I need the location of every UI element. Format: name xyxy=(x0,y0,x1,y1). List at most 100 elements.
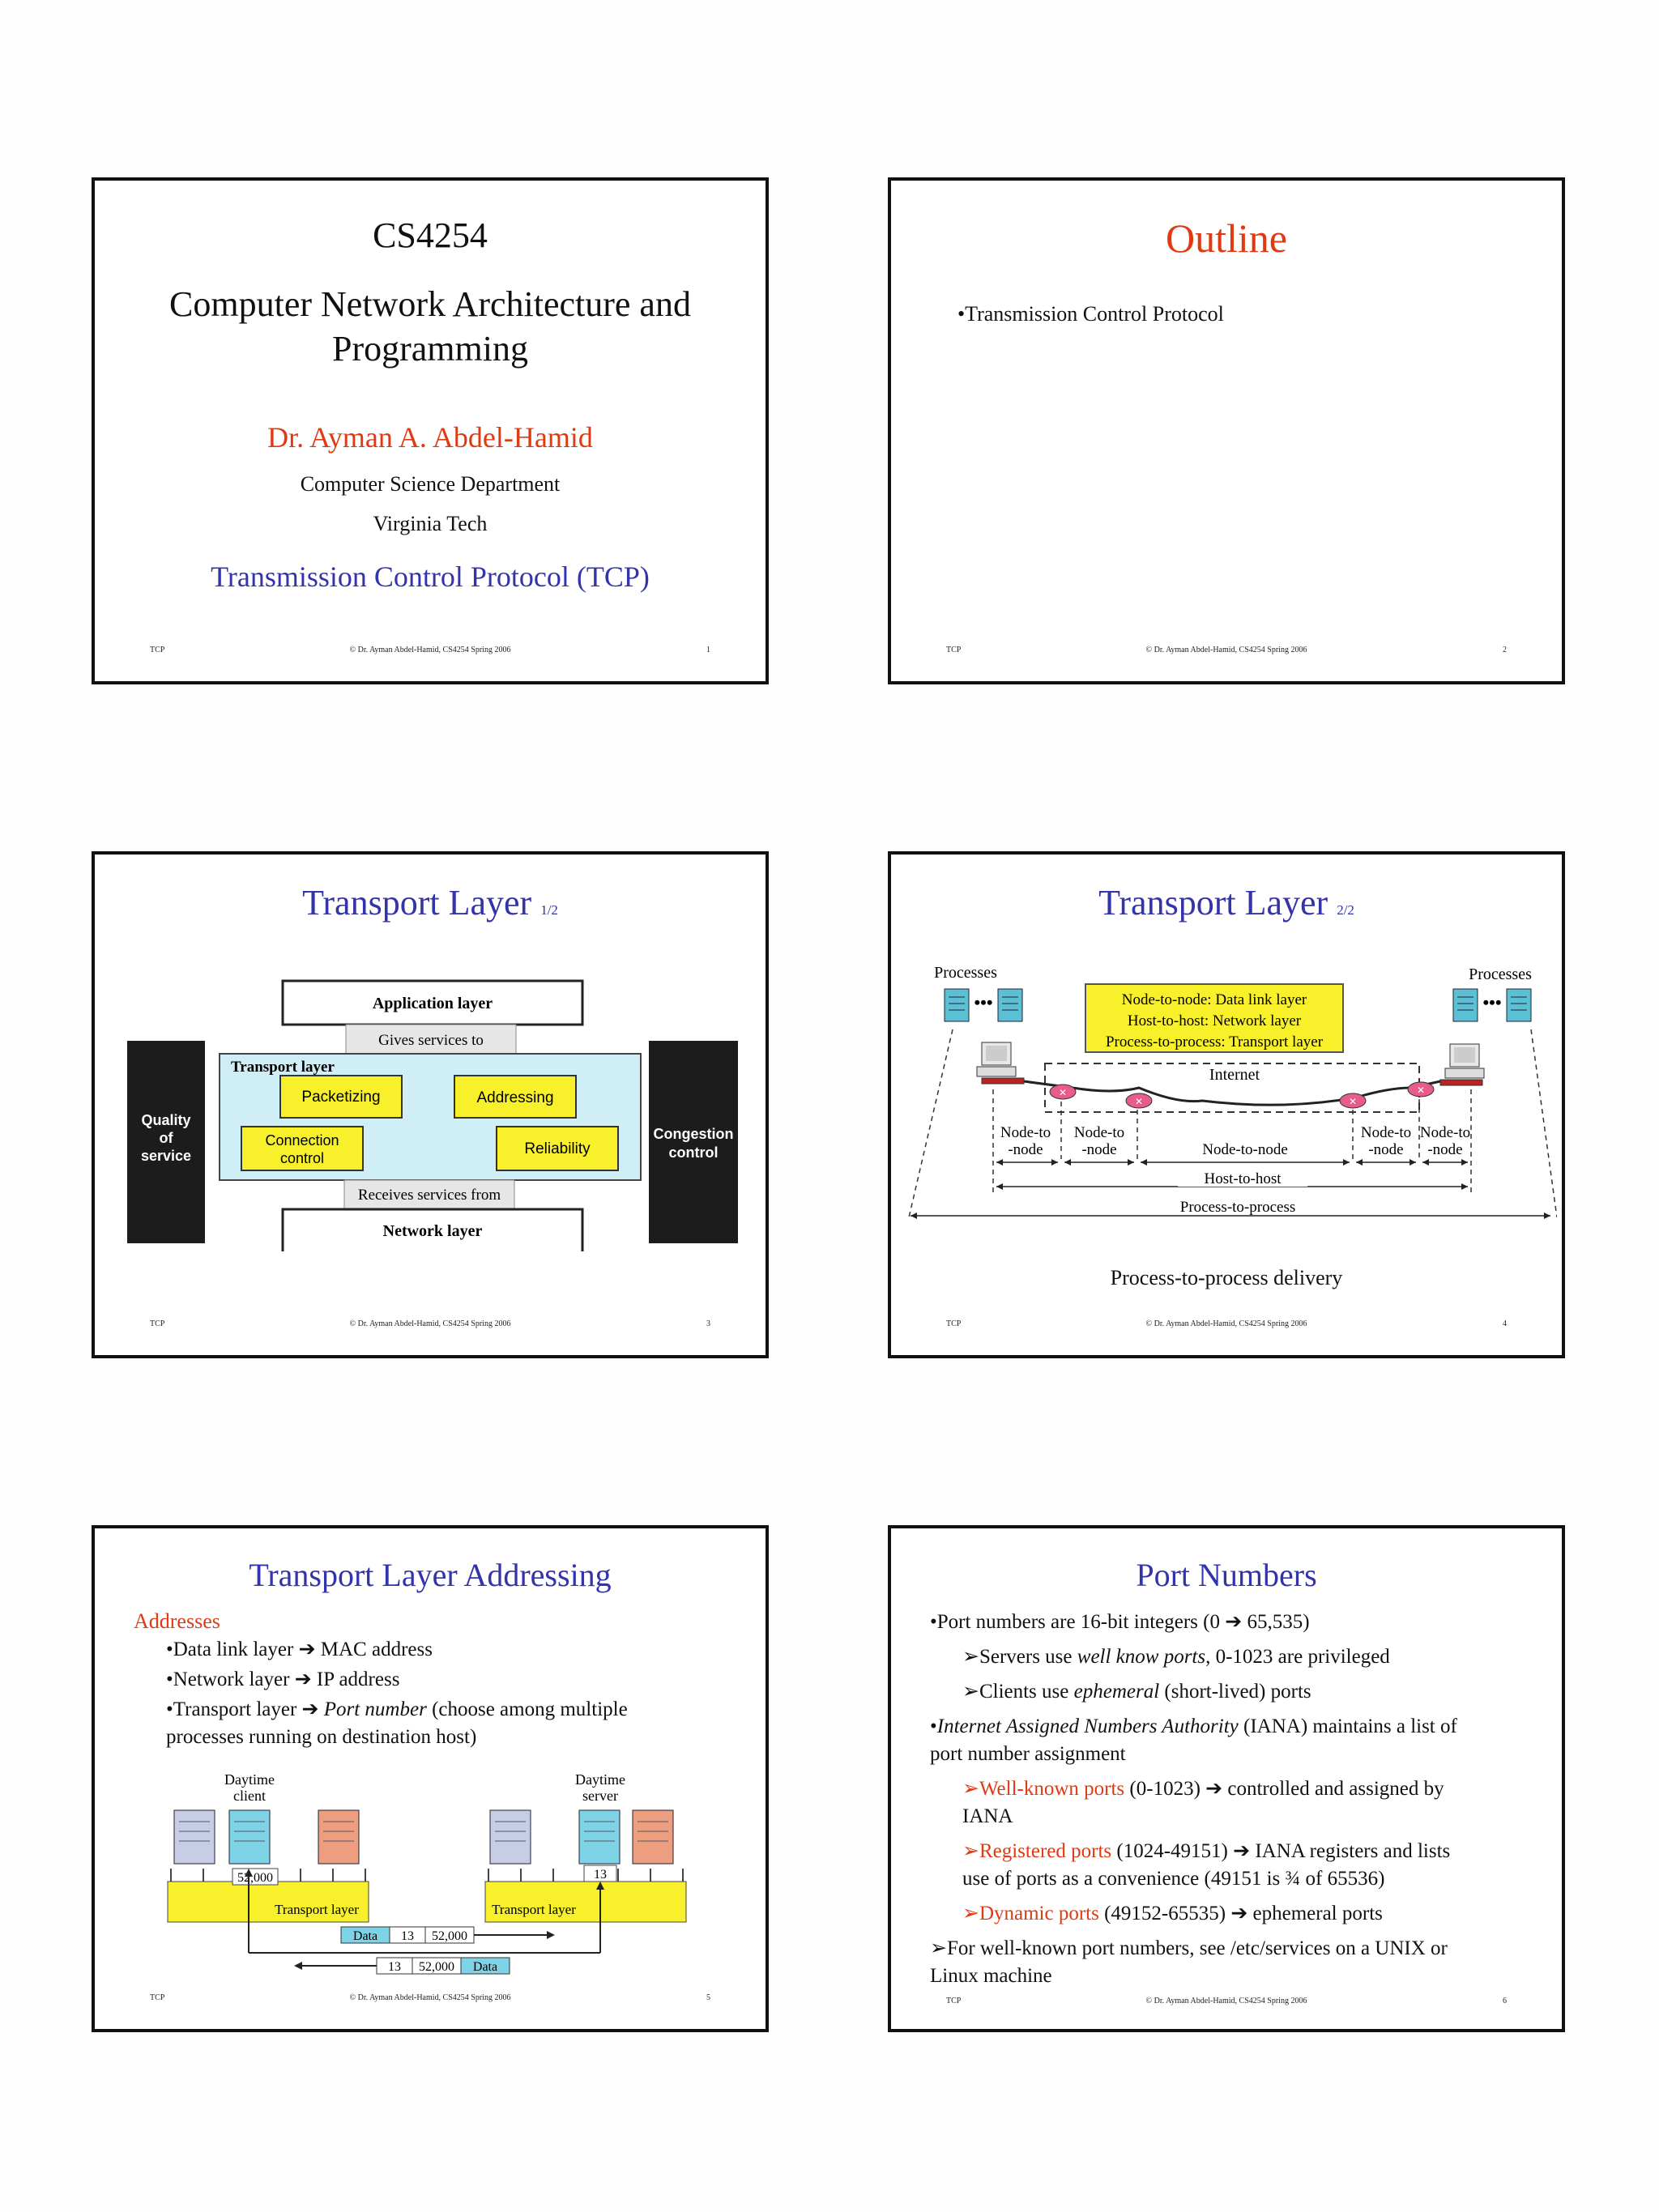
gives-services-label: Gives services to xyxy=(378,1032,484,1049)
footer-copyright: © Dr. Ayman Abdel-Hamid, CS4254 Spring 2… xyxy=(95,1993,766,2002)
node-to-label: Node-to xyxy=(1000,1124,1051,1141)
node-suffix-label: -node xyxy=(1081,1141,1116,1158)
addressing-label: Addressing xyxy=(476,1089,553,1106)
university: Virginia Tech xyxy=(95,512,766,536)
transport-layer-label: Transport layer xyxy=(275,1902,359,1917)
footer-copyright: © Dr. Ayman Abdel-Hamid, CS4254 Spring 2… xyxy=(891,1319,1562,1328)
bullet-item: •Transmission Control Protocol xyxy=(957,302,1224,326)
slide-title: Port Numbers xyxy=(891,1556,1562,1594)
slide-title: Transport Layer Addressing xyxy=(95,1556,766,1594)
qos-label-1: Quality xyxy=(141,1112,190,1128)
document-icon xyxy=(318,1810,359,1864)
transport-layer-label: Transport layer xyxy=(492,1902,576,1917)
svg-text:52,000: 52,000 xyxy=(432,1929,467,1943)
slide-title-sub: 1/2 xyxy=(540,902,558,918)
document-icon xyxy=(998,989,1022,1021)
arrow-right-icon: ➔ xyxy=(299,1639,316,1660)
slide-title: Transport Layer 1/2 xyxy=(95,882,766,923)
process-to-process-delivery-diagram: Processes Processes ••• ••• Node-to-node… xyxy=(902,960,1557,1259)
svg-text:Data: Data xyxy=(353,1929,377,1943)
well-known-ports-cont: IANA xyxy=(962,1804,1013,1830)
iana-line: •Internet Assigned Numbers Authority (IA… xyxy=(930,1714,1457,1740)
transport-layer-services-diagram: Quality of service Congestion control Ap… xyxy=(124,960,740,1251)
arrow-right-icon: ➔ xyxy=(1233,1840,1250,1862)
processes-right-label: Processes xyxy=(1469,965,1532,983)
slide-title: Outline xyxy=(891,215,1562,262)
packetizing-label: Packetizing xyxy=(301,1089,380,1106)
instructor-name: Dr. Ayman A. Abdel-Hamid xyxy=(95,420,766,454)
router-icon: ✕ xyxy=(1340,1093,1366,1108)
router-icon: ✕ xyxy=(1050,1085,1076,1099)
arrow-right-icon: ➔ xyxy=(1205,1778,1222,1800)
qos-label-2: of xyxy=(160,1130,174,1146)
dynamic-ports-line: ➢Dynamic ports (49152-65535) ➔ ephemeral… xyxy=(962,1901,1383,1927)
slide-number: 1 xyxy=(706,646,710,654)
document-icon xyxy=(174,1810,215,1864)
port-addressing-diagram: Daytime client Daytime server 52,000 13 … xyxy=(164,1768,707,1987)
footer-copyright: © Dr. Ayman Abdel-Hamid, CS4254 Spring 2… xyxy=(891,646,1562,654)
registered-ports-cont: use of ports as a convenience (49151 is … xyxy=(962,1866,1384,1892)
svg-text:✕: ✕ xyxy=(1059,1087,1067,1098)
chevron-bullet-icon: ➢ xyxy=(962,1778,979,1800)
footer-copyright: © Dr. Ayman Abdel-Hamid, CS4254 Spring 2… xyxy=(95,646,766,654)
lecture-topic: Transmission Control Protocol (TCP) xyxy=(95,560,766,594)
document-icon xyxy=(945,989,969,1021)
chevron-bullet-icon: ➢ xyxy=(962,1903,979,1924)
slide-title-sub: 2/2 xyxy=(1337,902,1354,918)
etc-services-cont: Linux machine xyxy=(930,1963,1052,1989)
document-icon xyxy=(229,1810,270,1864)
qos-label-3: service xyxy=(141,1148,191,1164)
svg-text:✕: ✕ xyxy=(1417,1085,1425,1096)
iana-line-cont: port number assignment xyxy=(930,1741,1126,1767)
server-label-1: Daytime xyxy=(575,1771,625,1788)
etc-services-line: ➢For well-known port numbers, see /etc/s… xyxy=(930,1936,1448,1962)
footer-copyright: © Dr. Ayman Abdel-Hamid, CS4254 Spring 2… xyxy=(891,1997,1562,2005)
slide-number: 3 xyxy=(706,1319,710,1328)
server-label-2: server xyxy=(582,1788,618,1804)
node-to-label: Node-to xyxy=(1361,1124,1411,1141)
bullet-data-link: •Data link layer ➔ MAC address xyxy=(166,1637,433,1663)
process-to-process-label: Process-to-process xyxy=(1180,1199,1295,1216)
registered-ports-line: ➢Registered ports (1024-49151) ➔ IANA re… xyxy=(962,1839,1450,1865)
svg-text:52,000: 52,000 xyxy=(419,1960,454,1974)
slide-4: Transport Layer 2/2 Processes Processes … xyxy=(888,851,1565,1358)
congestion-label-2: control xyxy=(669,1144,719,1161)
addresses-heading: Addresses xyxy=(134,1609,220,1634)
reliability-label: Reliability xyxy=(524,1140,591,1157)
network-layer-label: Network layer xyxy=(383,1222,483,1240)
course-title-line2: Programming xyxy=(95,328,766,369)
node-to-node-label: Node-to-node xyxy=(1202,1141,1288,1158)
node-to-label: Node-to xyxy=(1420,1124,1470,1141)
connection-control-label-1: Connection xyxy=(265,1132,339,1149)
router-icon: ✕ xyxy=(1126,1093,1152,1108)
slide-6: Port Numbers •Port numbers are 16-bit in… xyxy=(888,1525,1565,2032)
slide-title-text: Transport Layer xyxy=(1098,883,1328,923)
arrow-right-icon: ➔ xyxy=(302,1698,319,1720)
svg-text:13: 13 xyxy=(401,1929,414,1943)
svg-text:•••: ••• xyxy=(974,992,992,1012)
chevron-bullet-icon: ➢ xyxy=(930,1937,947,1959)
svg-text:•••: ••• xyxy=(1482,992,1501,1012)
slide-number: 5 xyxy=(706,1993,710,2002)
svg-text:13: 13 xyxy=(388,1960,401,1974)
host-to-host-label: Host-to-host xyxy=(1205,1170,1282,1187)
servers-line: ➢Servers use well know ports, 0-1023 are… xyxy=(962,1644,1390,1670)
connection-control-label-2: control xyxy=(280,1150,324,1166)
router-icon: ✕ xyxy=(1408,1082,1434,1097)
course-code: CS4254 xyxy=(95,215,766,256)
legend-line-3: Process-to-process: Transport layer xyxy=(1106,1034,1324,1051)
bullet-network: •Network layer ➔ IP address xyxy=(166,1667,399,1693)
document-icon xyxy=(579,1810,620,1864)
footer-copyright: © Dr. Ayman Abdel-Hamid, CS4254 Spring 2… xyxy=(95,1319,766,1328)
svg-text:✕: ✕ xyxy=(1135,1096,1143,1107)
slide-number: 6 xyxy=(1503,1997,1507,2005)
server-port-label: 13 xyxy=(594,1868,607,1882)
congestion-label-1: Congestion xyxy=(654,1126,734,1142)
document-icon xyxy=(490,1810,531,1864)
slide-title: Transport Layer 2/2 xyxy=(891,882,1562,923)
arrow-right-icon: ➔ xyxy=(1225,1611,1242,1633)
chevron-bullet-icon: ➢ xyxy=(962,1840,979,1862)
chevron-bullet-icon: ➢ xyxy=(962,1681,979,1703)
internet-label: Internet xyxy=(1209,1066,1260,1084)
node-to-label: Node-to xyxy=(1074,1124,1124,1141)
